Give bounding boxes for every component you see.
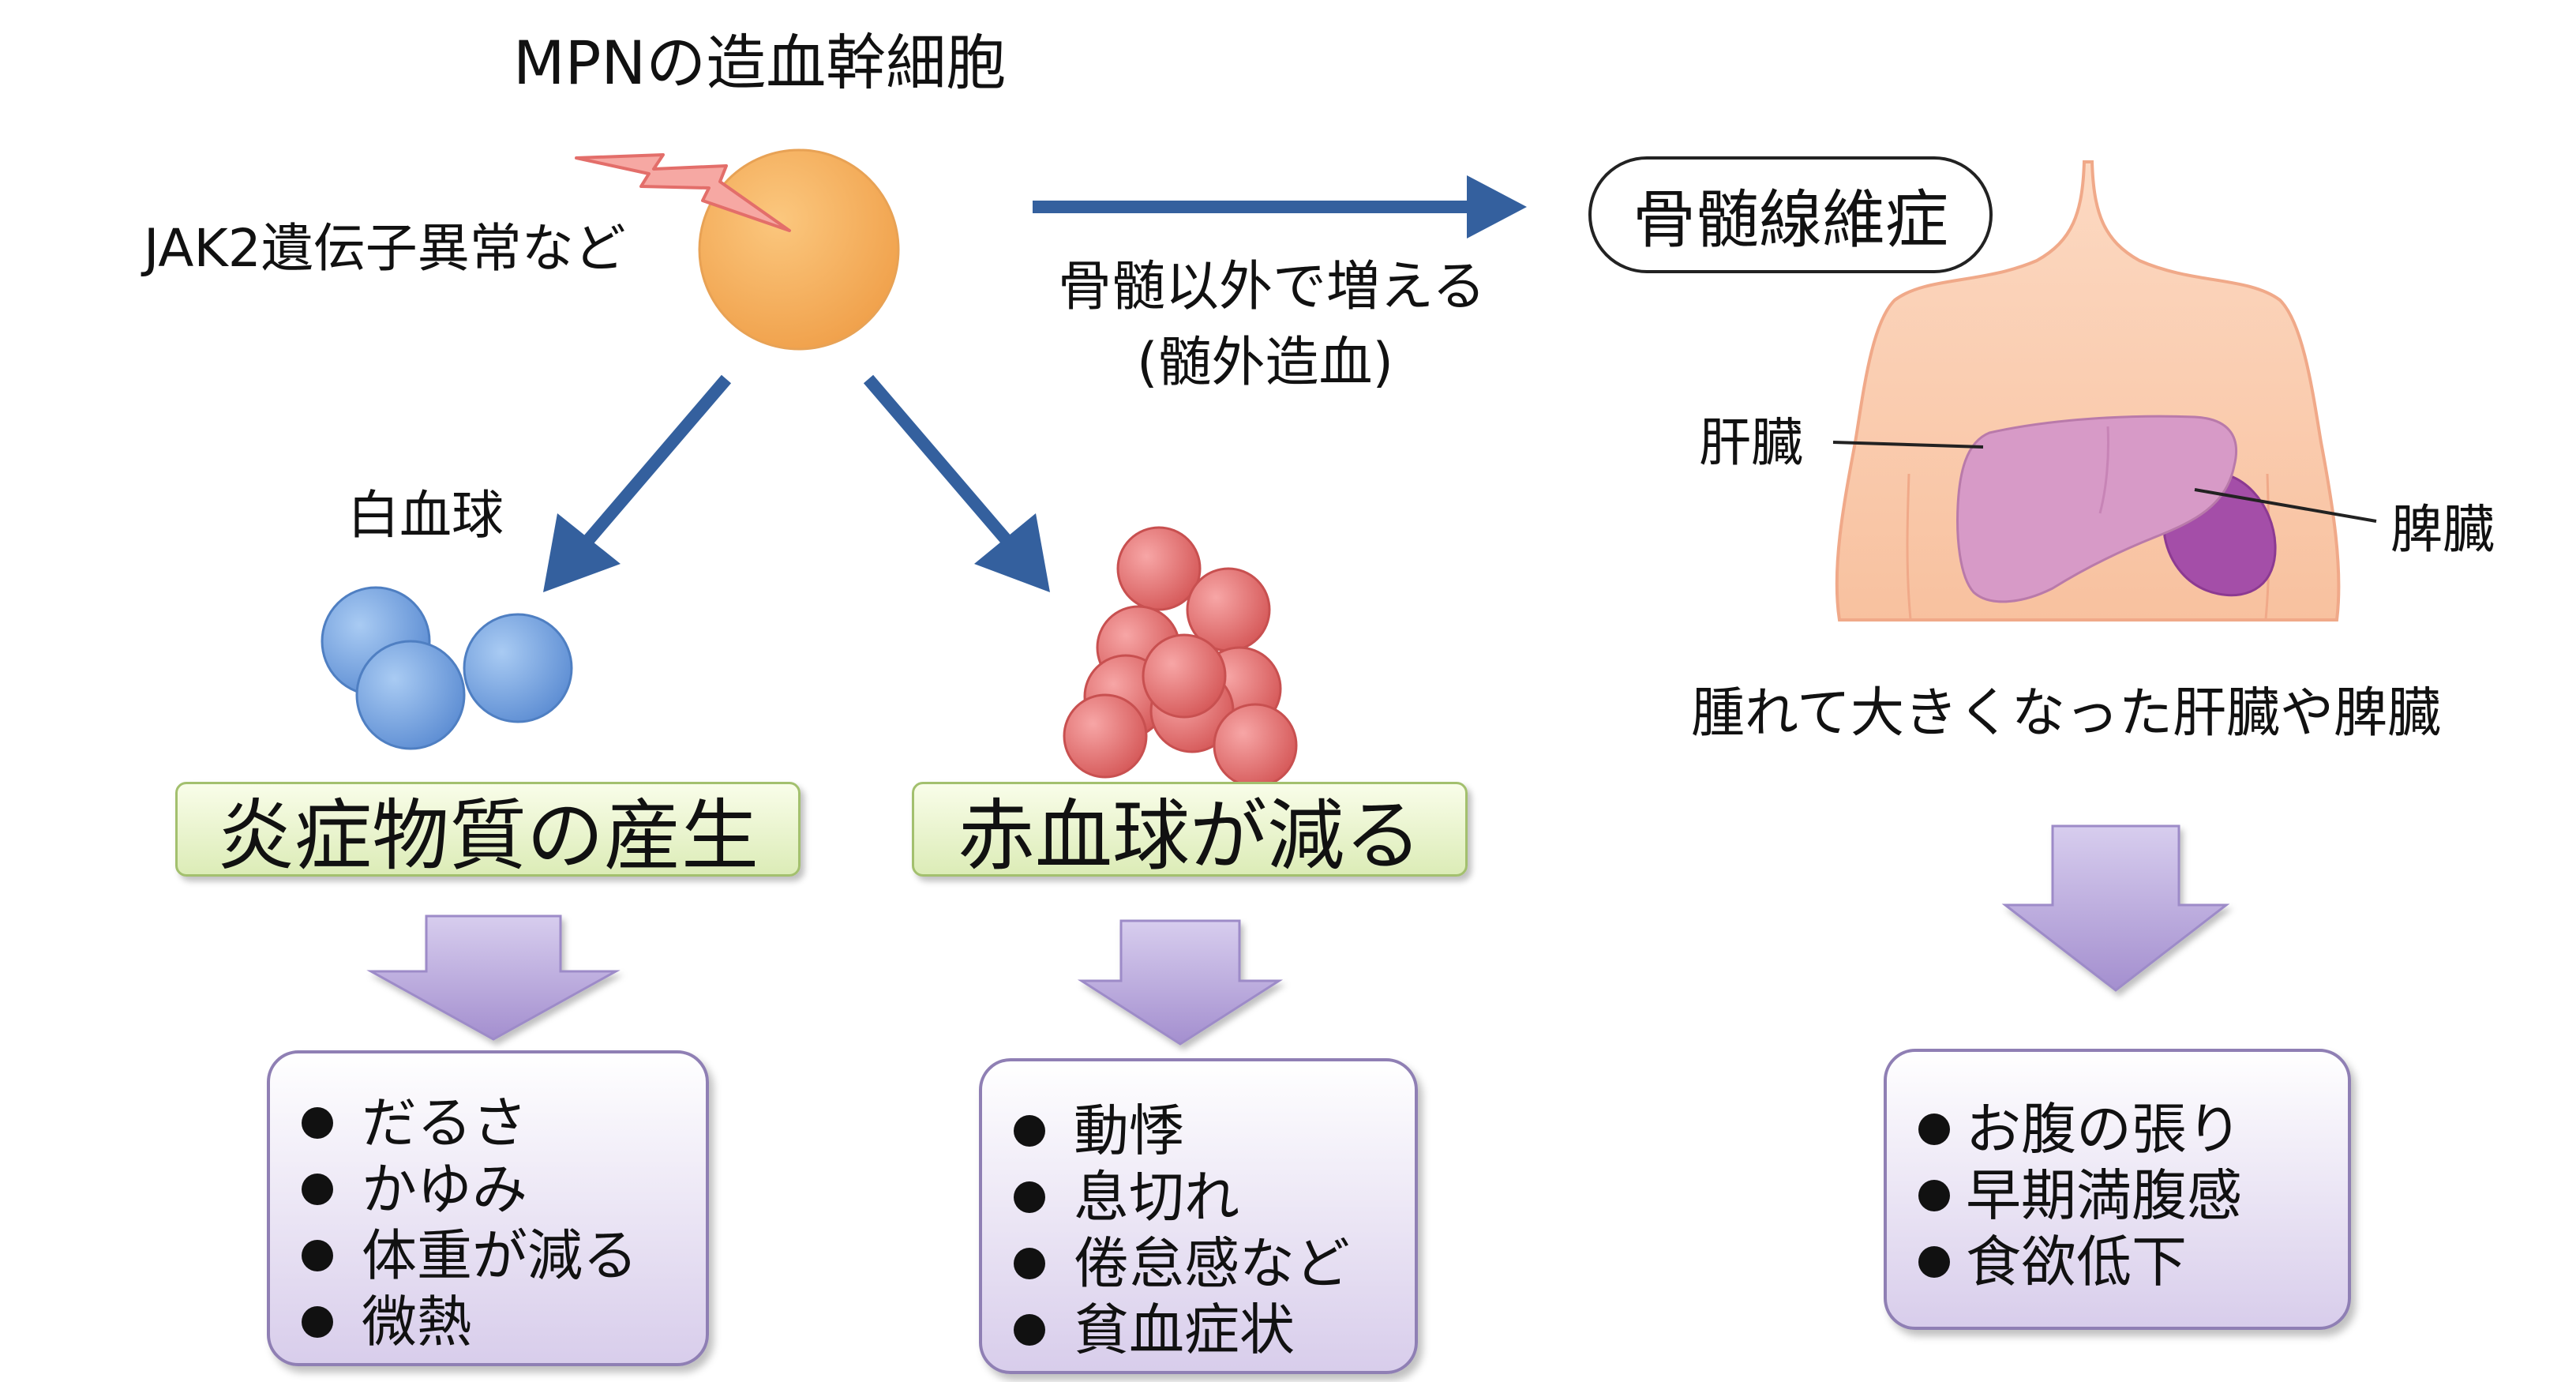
arrow-to-rbc	[863, 374, 1050, 592]
liver-label: 肝臓	[1699, 412, 1803, 473]
spleen-leader-line	[2194, 488, 2377, 523]
diagram-title: MPNの造血幹細胞	[513, 28, 1007, 98]
list-item: 倦怠感など	[1014, 1230, 1350, 1297]
list-item: 食欲低下	[1918, 1229, 2242, 1295]
list-item: 動悸	[1014, 1098, 1350, 1164]
bullet-icon	[1014, 1181, 1045, 1213]
purple-down-arrow-3	[2001, 824, 2230, 992]
white-blood-cells-label: 白血球	[347, 485, 504, 546]
extramedullary-label-line1: 骨髄以外で増える	[1058, 256, 1486, 318]
bullet-icon	[1014, 1248, 1045, 1279]
list-item: 早期満腹感	[1918, 1162, 2242, 1229]
purple-down-arrow-1	[366, 914, 621, 1041]
purple-down-arrow-2	[1077, 919, 1284, 1046]
bullet-icon	[302, 1240, 333, 1271]
bullet-icon	[302, 1107, 333, 1139]
bullet-icon	[302, 1306, 333, 1338]
liver-organ	[1956, 415, 2238, 603]
list-item: 貧血症状	[1014, 1297, 1350, 1363]
fibrosis-symptoms-box: お腹の張り 早期満腹感 食欲低下	[1884, 1049, 2351, 1330]
list-item: だるさ	[302, 1090, 638, 1156]
anemia-symptoms-box: 動悸 息切れ 倦怠感など 貧血症状	[979, 1058, 1418, 1374]
fibrosis-heading: 骨髄線維症	[1588, 156, 1993, 273]
inflammation-symptoms-box: だるさ かゆみ 体重が減る 微熱	[267, 1050, 709, 1366]
list-item: 微熱	[302, 1289, 638, 1355]
white-blood-cells	[321, 586, 573, 750]
bullet-icon	[302, 1174, 333, 1205]
liver-leader-line	[1832, 441, 1984, 449]
list-item: 息切れ	[1014, 1164, 1350, 1230]
anemia-heading: 赤血球が減る	[912, 782, 1468, 881]
bullet-icon	[1918, 1180, 1950, 1211]
bullet-icon	[1918, 1113, 1950, 1145]
list-item: かゆみ	[302, 1156, 638, 1222]
list-item: 体重が減る	[302, 1222, 638, 1289]
inflammation-heading: 炎症物質の産生	[175, 782, 801, 881]
stem-cell	[698, 148, 900, 351]
bullet-icon	[1918, 1246, 1950, 1278]
list-item: お腹の張り	[1918, 1096, 2242, 1162]
red-blood-cells	[1063, 526, 1298, 788]
enlarged-organs-label: 腫れて大きくなった肝臓や脾臓	[1691, 682, 2441, 745]
arrow-to-wbc	[543, 374, 732, 592]
arrow-to-fibrosis	[1033, 175, 1527, 238]
bullet-icon	[1014, 1314, 1045, 1346]
lightning-icon	[575, 153, 791, 232]
spleen-label: 脾臓	[2390, 499, 2495, 560]
bullet-icon	[1014, 1115, 1045, 1147]
cause-label: JAK2遺伝子異常など	[144, 218, 626, 279]
extramedullary-label-line2: (髄外造血)	[1137, 332, 1394, 394]
